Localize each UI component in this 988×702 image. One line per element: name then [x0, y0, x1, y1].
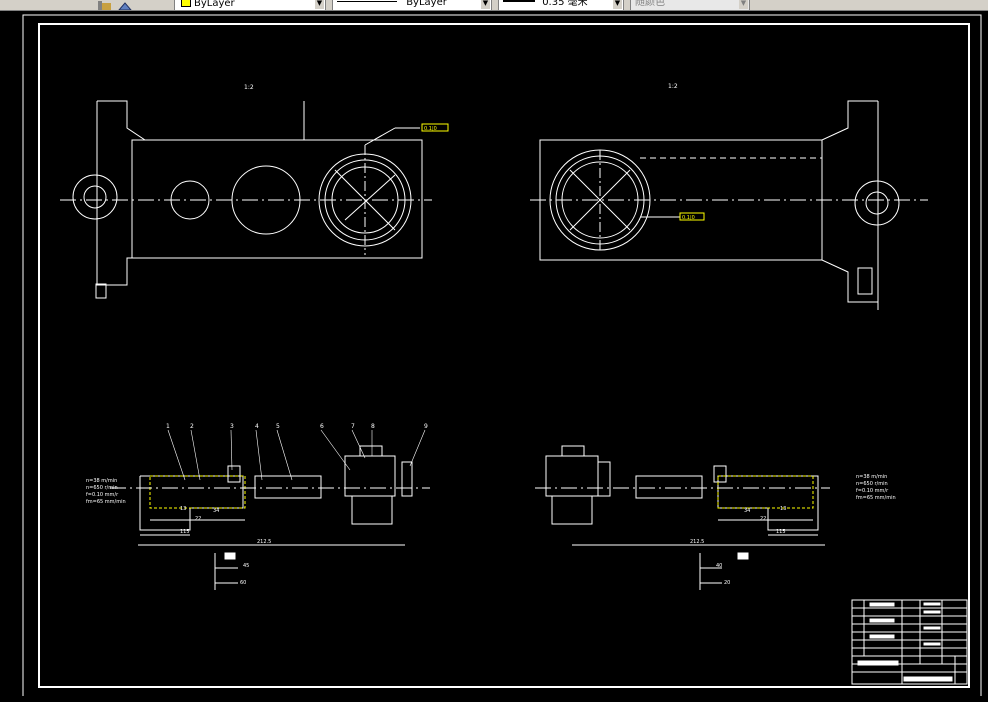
svg-text:n=38 m/min: n=38 m/min: [856, 474, 887, 480]
svg-text:fm=65 mm/min: fm=65 mm/min: [86, 499, 126, 505]
tolerance-right: 0.1|0: [682, 215, 695, 221]
tolerance-frame-right: [679, 212, 705, 221]
dimensions-right: 115 22 34 13 212.5 40 20: [690, 506, 786, 586]
lineweight-preview: [503, 0, 535, 2]
svg-text:f=0.10 mm/r: f=0.10 mm/r: [856, 488, 889, 494]
svg-text:34: 34: [213, 508, 219, 514]
svg-text:115: 115: [776, 529, 786, 535]
svg-text:13: 13: [180, 506, 186, 512]
cutting-params-right: n=38 m/min n=650 r/min f=0.10 mm/r fm=65…: [856, 474, 896, 501]
chevron-down-icon[interactable]: ▼: [315, 0, 324, 9]
bottom-left-assembly-view: [110, 445, 430, 590]
svg-text:n=650 r/min: n=650 r/min: [86, 485, 118, 491]
lineweight-control-dropdown[interactable]: 0.35 毫米 ▼: [498, 0, 624, 10]
chevron-down-icon[interactable]: ▼: [739, 0, 748, 9]
svg-text:22: 22: [195, 516, 201, 522]
top-right-part-view: [530, 100, 928, 310]
svg-text:3: 3: [230, 423, 234, 430]
svg-text:34: 34: [744, 508, 750, 514]
chevron-down-icon[interactable]: ▼: [481, 0, 490, 9]
drawing-canvas[interactable]: 1:2 0.1|0 1:2 0.1|0: [0, 11, 988, 702]
color-value: ByLayer: [194, 0, 235, 9]
svg-text:1: 1: [166, 423, 170, 430]
linetype-control-dropdown[interactable]: ByLayer ▼: [332, 0, 492, 10]
bottom-right-assembly-view: [535, 445, 830, 590]
svg-text:115: 115: [180, 529, 190, 535]
view-scale-left: 1:2: [244, 84, 254, 91]
svg-text:f=0.10 mm/r: f=0.10 mm/r: [86, 492, 119, 498]
svg-text:8: 8: [371, 423, 375, 430]
status-bar: [0, 696, 988, 702]
tolerance-left: 0.1|0: [424, 126, 437, 132]
view-scale-right: 1:2: [668, 83, 678, 90]
sheet-inner-border: [38, 23, 970, 688]
svg-text:n=650 r/min: n=650 r/min: [856, 481, 888, 487]
svg-text:13: 13: [780, 506, 786, 512]
tolerance-frame-left: [421, 123, 449, 132]
layer-previous-icon[interactable]: [118, 0, 132, 10]
properties-toolbar: ByLayer ▼ ByLayer ▼ 0.35 毫米 ▼ 随颜色 ▼: [0, 0, 988, 11]
svg-text:fm=65 mm/min: fm=65 mm/min: [856, 495, 896, 501]
svg-text:4: 4: [255, 423, 259, 430]
cutting-params-left: n=38 m/min n=650 r/min f=0.10 mm/r fm=65…: [86, 478, 126, 505]
layer-states-icon[interactable]: [98, 0, 112, 10]
svg-text:7: 7: [351, 423, 355, 430]
svg-text:45: 45: [243, 563, 249, 569]
svg-text:5: 5: [276, 423, 280, 430]
lineweight-value: 0.35 毫米: [542, 0, 588, 8]
svg-text:n=38 m/min: n=38 m/min: [86, 478, 117, 484]
title-block: [851, 599, 968, 685]
color-swatch-icon: [181, 0, 191, 7]
svg-text:40: 40: [716, 563, 722, 569]
svg-text:60: 60: [240, 580, 246, 586]
color-control-dropdown[interactable]: ByLayer ▼: [174, 0, 326, 10]
svg-text:9: 9: [424, 423, 428, 430]
svg-text:6: 6: [320, 423, 324, 430]
sheet-outer-border: [22, 14, 982, 698]
linetype-preview: [337, 1, 397, 2]
plotstyle-value: 随颜色: [635, 0, 665, 8]
bottom-left-balloons: 1 2 3 4 5 6 7 8 9: [166, 423, 428, 430]
svg-text:212.5: 212.5: [690, 539, 704, 545]
plotstyle-control-dropdown[interactable]: 随颜色 ▼: [630, 0, 750, 10]
dimensions-left: 115 22 34 13 212.5 45 60: [180, 506, 271, 586]
linetype-value: ByLayer: [406, 0, 447, 8]
svg-text:20: 20: [724, 580, 730, 586]
chevron-down-icon[interactable]: ▼: [613, 0, 622, 9]
svg-text:2: 2: [190, 423, 194, 430]
top-left-part-view: [60, 100, 432, 299]
svg-text:212.5: 212.5: [257, 539, 271, 545]
svg-text:22: 22: [760, 516, 766, 522]
bottom-left-leaders: [167, 429, 426, 481]
